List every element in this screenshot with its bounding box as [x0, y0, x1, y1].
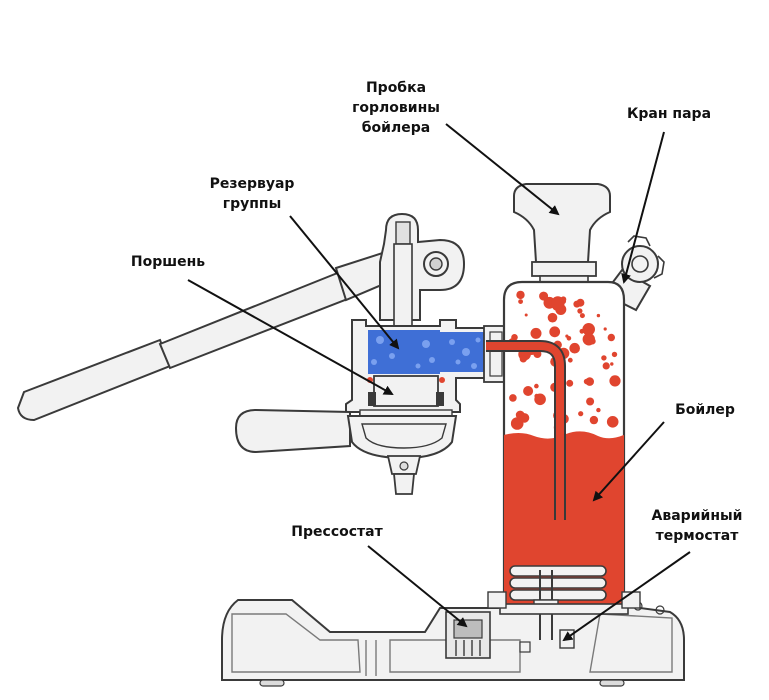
- steam-bubble: [524, 313, 528, 317]
- arrow-boiler: [592, 421, 665, 502]
- steam-bubble: [549, 326, 561, 338]
- steam-bubble: [566, 379, 574, 387]
- steam-bubble: [577, 308, 583, 314]
- steam-bubble: [551, 296, 565, 309]
- group-boiler-connector: [483, 325, 507, 383]
- steam-bubble: [519, 355, 527, 363]
- label-steam-valve: Кран пара: [626, 106, 712, 122]
- steam-bubble: [602, 362, 610, 370]
- steam-bubble: [578, 411, 584, 417]
- steam-bubble: [607, 333, 615, 342]
- steam-bubble: [586, 397, 595, 406]
- steam-bubble: [569, 342, 580, 354]
- label-emergency-thermostat: Аварийный термостат: [651, 508, 743, 544]
- steam-bubble: [609, 375, 621, 387]
- label-piston: Поршень: [130, 254, 206, 270]
- steam-bubble: [612, 381, 618, 387]
- label-boiler-cap: Пробка горловины бойлера: [352, 80, 440, 136]
- steam-bubble: [539, 291, 549, 301]
- steam-bubble: [509, 394, 517, 402]
- arrow-boiler-cap: [445, 123, 560, 216]
- steam-bubble: [519, 413, 530, 423]
- boiler-cap: [513, 183, 611, 287]
- steam-bubble: [516, 290, 525, 300]
- lever-arm: [16, 248, 400, 422]
- label-boiler: Бойлер: [675, 402, 735, 418]
- steam-bubble: [579, 313, 585, 319]
- arrow-emergency-thermostat: [562, 551, 691, 642]
- steam-bubble: [582, 333, 595, 346]
- steam-bubble: [534, 393, 546, 406]
- steam-bubble: [601, 355, 607, 361]
- arrow-group-reservoir: [289, 215, 400, 350]
- steam-bubble: [596, 407, 601, 413]
- steam-bubble: [523, 386, 534, 396]
- steam-bubble: [573, 300, 581, 308]
- label-pressostat: Прессостат: [291, 524, 383, 540]
- boiler: [486, 280, 641, 640]
- steam-bubble: [518, 299, 523, 304]
- callout-arrows: [187, 123, 691, 642]
- steam-bubble: [567, 357, 573, 363]
- steam-bubble: [582, 323, 595, 336]
- portafilter: [234, 408, 458, 495]
- steam-bubble: [565, 334, 569, 338]
- arrow-pressostat: [367, 545, 468, 628]
- steam-bubble: [534, 383, 539, 389]
- arrow-piston: [187, 279, 394, 395]
- steam-bubble: [611, 351, 618, 358]
- pressostat-unit: [445, 611, 491, 659]
- label-group-reservoir: Резервуар группы: [209, 176, 295, 212]
- steam-bubble: [583, 378, 590, 385]
- steam-bubble: [596, 313, 601, 318]
- steam-bubble: [530, 327, 542, 339]
- steam-bubble: [610, 362, 614, 366]
- arrow-steam-valve: [621, 131, 665, 284]
- steam-bubble: [547, 312, 558, 323]
- steam-bubble: [589, 415, 599, 425]
- group-cylinder: [345, 319, 487, 421]
- steam-bubble: [603, 327, 607, 331]
- steam-bubble: [606, 416, 619, 428]
